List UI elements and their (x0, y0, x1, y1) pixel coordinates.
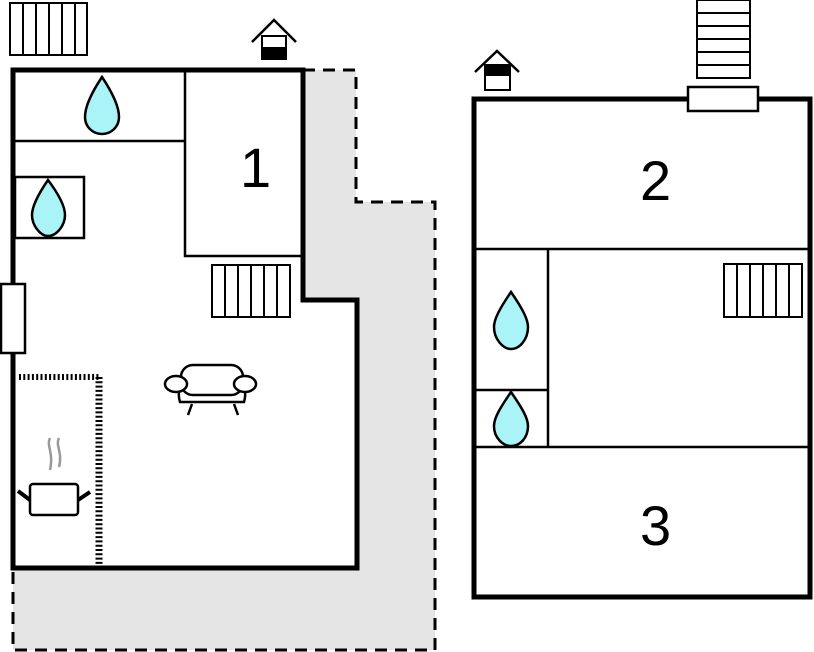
cooking-pot-icon (16, 437, 92, 517)
room-2-label: 2 (640, 149, 671, 212)
room-1-walls (183, 70, 303, 258)
window-icon (0, 282, 27, 355)
staircase-icon (696, 0, 751, 79)
armchair-icon (163, 363, 258, 416)
right-floor-outer-wall (471, 96, 813, 600)
water-drop-icon (492, 389, 530, 448)
floor-indicator-icon (251, 18, 297, 60)
water-drop-icon (30, 177, 67, 238)
terrace-dashed-outline (11, 68, 437, 652)
staircase-icon (723, 263, 803, 318)
door-icon (686, 85, 760, 113)
water-drop-icon (83, 74, 121, 136)
kitchen-counter (19, 374, 103, 564)
water-drop-icon (492, 289, 530, 351)
room-1-label: 1 (240, 136, 271, 199)
floor-indicator-icon (474, 49, 520, 91)
terrace-area (13, 70, 435, 650)
staircase-icon (9, 2, 88, 56)
room-3-label: 3 (640, 494, 671, 557)
staircase-icon (211, 264, 291, 318)
